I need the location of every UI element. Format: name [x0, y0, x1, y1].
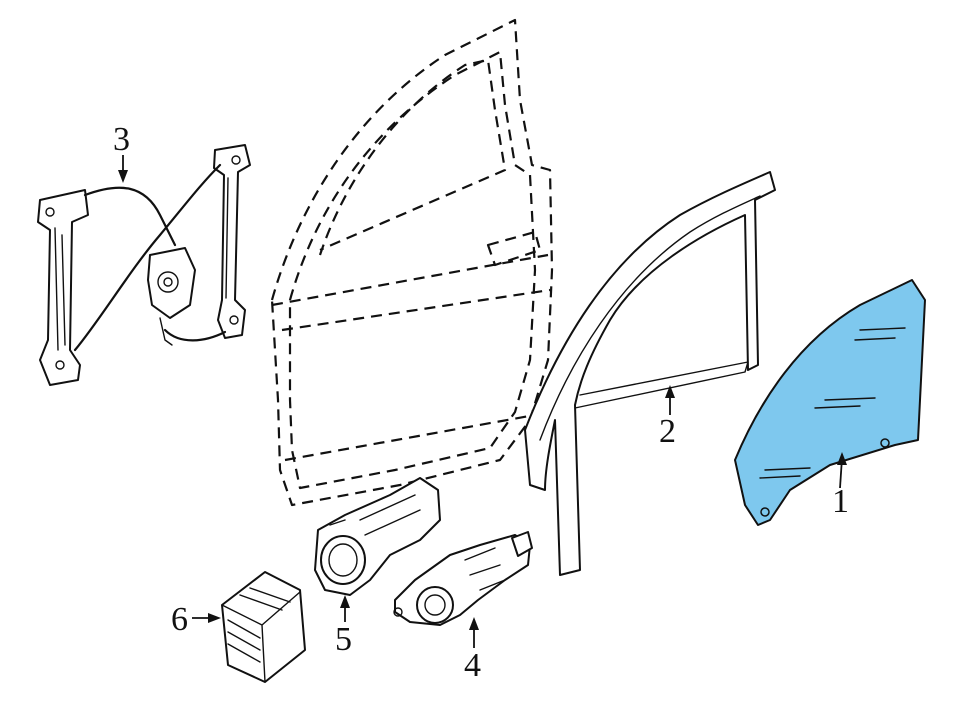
- window-motor: [393, 531, 533, 626]
- callout-2: 2: [659, 413, 676, 450]
- callout-4: 4: [464, 647, 481, 684]
- callout-6: 6: [171, 601, 188, 638]
- door-shell-outline: [270, 18, 554, 507]
- callout-1: 1: [832, 483, 849, 520]
- callout-5: 5: [335, 621, 352, 658]
- glass-run-channel: [524, 171, 776, 576]
- window-regulator: [37, 144, 251, 386]
- callout-arrows: [118, 155, 847, 648]
- callout-labels: 1 2 3 4 5 6: [113, 121, 849, 684]
- callout-3: 3: [113, 121, 130, 158]
- motor-housing: [314, 477, 441, 596]
- control-module: [221, 571, 306, 683]
- door-glass: [734, 279, 926, 526]
